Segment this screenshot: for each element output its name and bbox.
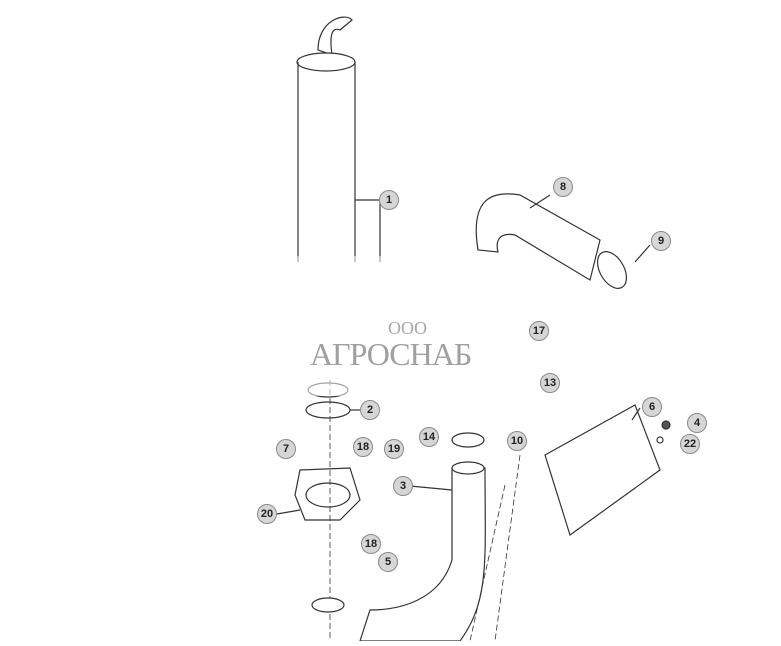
- callout-6[interactable]: 6: [642, 397, 662, 417]
- callout-17[interactable]: 17: [529, 321, 549, 341]
- callout-2[interactable]: 2: [360, 400, 380, 420]
- callout-14[interactable]: 14: [419, 427, 439, 447]
- callout-22[interactable]: 22: [680, 434, 700, 454]
- callout-10[interactable]: 10: [507, 431, 527, 451]
- callout-5[interactable]: 5: [378, 552, 398, 572]
- callout-19[interactable]: 19: [384, 439, 404, 459]
- callout-7[interactable]: 7: [276, 439, 296, 459]
- callout-9[interactable]: 9: [651, 231, 671, 251]
- callout-13[interactable]: 13: [540, 373, 560, 393]
- callout-18-lower[interactable]: 18: [361, 534, 381, 554]
- watermark-prefix: ООО: [388, 318, 427, 338]
- callout-1[interactable]: 1: [379, 190, 399, 210]
- callout-18-upper[interactable]: 18: [353, 437, 373, 457]
- callout-3[interactable]: 3: [393, 476, 413, 496]
- callout-8[interactable]: 8: [553, 177, 573, 197]
- callout-20[interactable]: 20: [257, 504, 277, 524]
- callout-4[interactable]: 4: [687, 413, 707, 433]
- watermark-company-name: АГРОСНАБ: [310, 336, 472, 372]
